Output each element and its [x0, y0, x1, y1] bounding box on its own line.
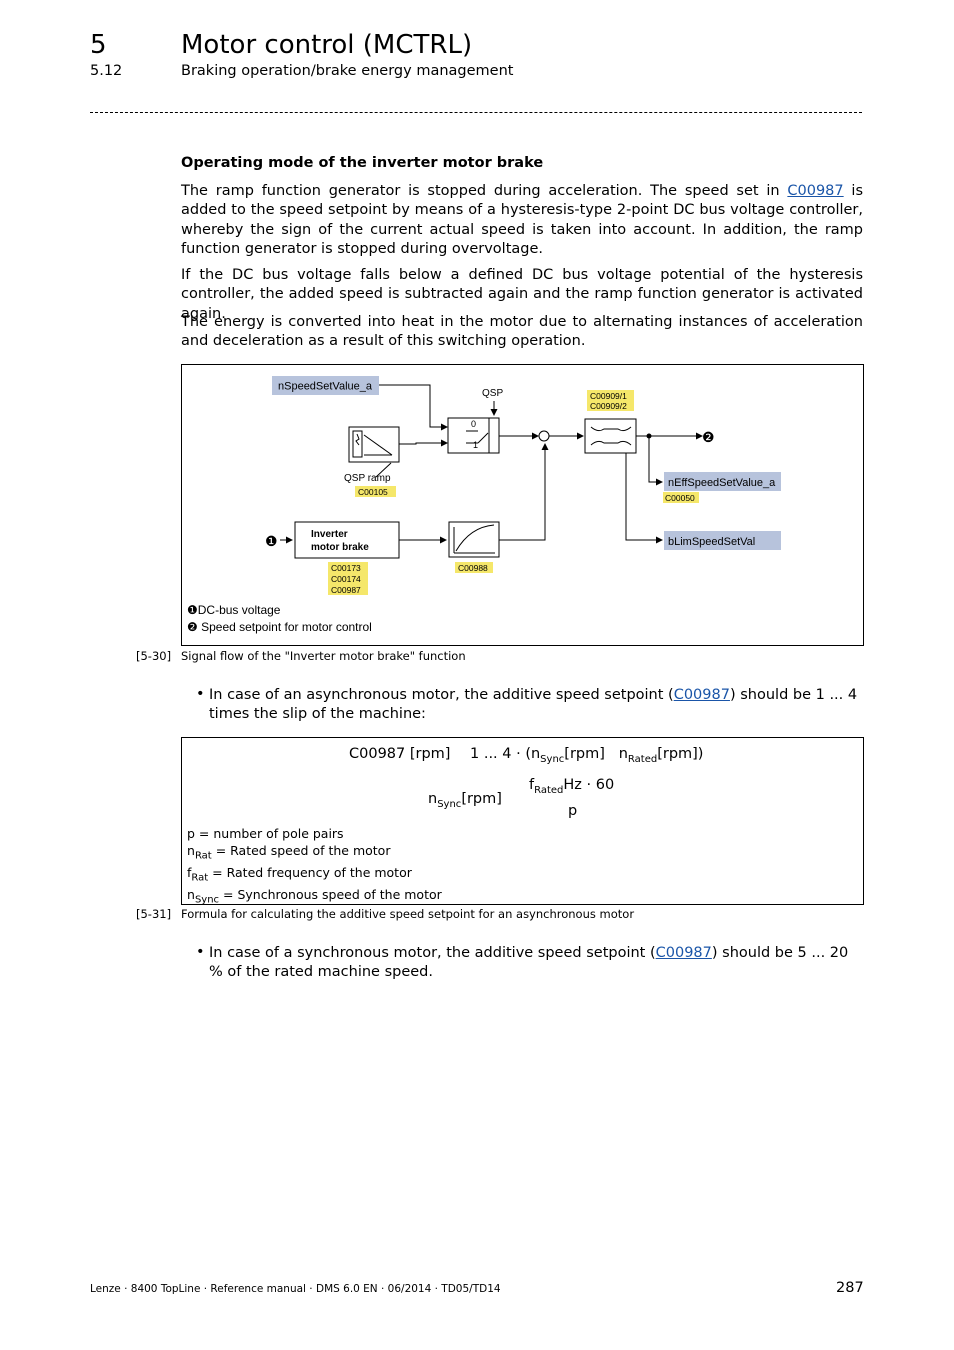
- formula-lhs: C00987 [rpm]: [349, 746, 451, 762]
- ramp-code: C00988: [458, 563, 488, 573]
- legend-1-b: = Rated speed of the motor: [211, 842, 391, 858]
- brake-code-2: C00174: [331, 574, 361, 584]
- paragraph-1: The ramp function generator is stopped d…: [181, 182, 863, 259]
- input-signal-box: nSpeedSetValue_a: [272, 376, 379, 395]
- formula-num-sub: Rated: [534, 784, 564, 796]
- paragraph-1-text-a: The ramp function generator is stopped d…: [181, 183, 788, 199]
- legend-0-a: p = number of pole pairs: [187, 826, 344, 841]
- section-title: Braking operation/brake energy managemen…: [181, 63, 514, 79]
- legend-speed-setpoint: ❷ Speed setpoint for motor control: [187, 620, 372, 634]
- chapter-number: 5: [90, 30, 107, 60]
- limiter-code-2: C00909/2: [590, 401, 627, 411]
- legend-2-sub: Rat: [191, 872, 209, 883]
- formula-rhs-sub2: Rated: [627, 753, 658, 765]
- switch-position-0: 0: [471, 419, 476, 429]
- legend-2-a: f: [187, 864, 192, 880]
- figure-number-5-31: [5-31]: [136, 907, 172, 921]
- formula-legend-item-0: p = number of pole pairs: [187, 826, 442, 843]
- paragraph-2: If the DC bus voltage falls below a defi…: [181, 267, 863, 322]
- formula-num-a: f: [529, 777, 535, 793]
- legend-2-b: = Rated frequency of the motor: [208, 864, 412, 880]
- formula-rhs-b: [rpm]: [564, 746, 605, 762]
- legend-3-sub: Sync: [194, 894, 220, 905]
- section-heading: Operating mode of the inverter motor bra…: [181, 155, 544, 171]
- output-signal-code: C00050: [665, 493, 695, 503]
- input-signal-label: nSpeedSetValue_a: [278, 381, 373, 393]
- formula-box: C00987 [rpm] 1 ... 4 · (nSync[rpm] nRate…: [181, 737, 864, 905]
- qsp-label: QSP: [482, 388, 503, 399]
- bullet-1-text-b: ) should be 1 ... 4 times the slip of th…: [209, 687, 858, 723]
- legend-3-a: n: [187, 886, 195, 902]
- formula-rhs: 1 ... 4 · (nSync[rpm] nRated[rpm]): [470, 746, 703, 765]
- output-signal-box: nEffSpeedSetValue_a: [664, 472, 781, 491]
- brake-code-1: C00173: [331, 563, 361, 573]
- blim-signal-label: bLimSpeedSetVal: [668, 536, 755, 548]
- formula-nsync-b: [rpm]: [461, 791, 502, 807]
- bullet-1-text-a: In case of an asynchronous motor, the ad…: [209, 687, 674, 703]
- legend-dc-bus-voltage: ❶DC-bus voltage: [187, 603, 281, 617]
- signal-flow-diagram: nSpeedSetValue_a QSP 0 1 QSP ramp C00105: [181, 364, 864, 646]
- paragraph-3: The energy is converted into heat in the…: [181, 314, 863, 350]
- formula-nsync-a: n: [428, 791, 438, 807]
- ramp-generator-block: [448, 521, 500, 558]
- bullet-1: In case of an asynchronous motor, the ad…: [209, 686, 864, 725]
- brake-label-1: Inverter: [311, 529, 348, 540]
- inverter-motor-brake-block: Inverter motor brake: [294, 521, 400, 559]
- legend-1-a: n: [187, 842, 195, 858]
- formula-numerator: fRatedHz · 60: [529, 777, 614, 796]
- bullet-2-text-b: ) should be 5 ... 20 % of the rated mach…: [209, 945, 849, 981]
- switch-position-1: 1: [473, 440, 478, 450]
- bullet-2: In case of a synchronous motor, the addi…: [209, 944, 864, 983]
- summing-junction: [538, 430, 550, 442]
- formula-rhs-c: n: [618, 746, 628, 762]
- section-number: 5.12: [90, 63, 123, 79]
- brake-label-2: motor brake: [311, 542, 369, 553]
- legend-1-sub: Rat: [194, 850, 212, 861]
- output-signal-label: nEffSpeedSetValue_a: [668, 477, 776, 489]
- figure-caption-5-31: Formula for calculating the additive spe…: [181, 907, 635, 921]
- paragraph-1-text-b: is added to the speed setpoint by means …: [181, 183, 863, 257]
- formula-denominator: p: [568, 803, 578, 819]
- figure-caption-5-30: Signal flow of the "Inverter motor brake…: [181, 649, 466, 663]
- marker-2: ❷: [702, 429, 715, 445]
- page-footer: Lenze · 8400 TopLine · Reference manual …: [90, 1283, 501, 1295]
- formula-rhs-a: 1 ... 4 · (n: [470, 746, 541, 762]
- page-number: 287: [836, 1280, 864, 1296]
- formula-legend: p = number of pole pairs nRat = Rated sp…: [187, 826, 442, 909]
- qsp-ramp-label: QSP ramp: [344, 473, 391, 484]
- figure-number-5-30: [5-30]: [136, 649, 172, 663]
- bullet-2-text-a: In case of a synchronous motor, the addi…: [209, 945, 656, 961]
- link-c00987[interactable]: C00987: [673, 687, 730, 703]
- link-c00987[interactable]: C00987: [787, 183, 844, 199]
- bullet-symbol: •: [196, 944, 205, 960]
- formula-legend-item-1: nRat = Rated speed of the motor: [187, 843, 442, 865]
- bullet-symbol: •: [196, 686, 205, 702]
- formula-nsync-sub: Sync: [437, 798, 462, 810]
- formula-nsync: nSync[rpm]: [428, 791, 502, 810]
- formula-num-b: Hz · 60: [563, 777, 615, 793]
- chapter-title: Motor control (MCTRL): [181, 30, 473, 60]
- link-c00987[interactable]: C00987: [655, 945, 712, 961]
- formula-rhs-sub1: Sync: [540, 753, 565, 765]
- qsp-ramp-code: C00105: [358, 487, 388, 497]
- brake-code-3: C00987: [331, 585, 361, 595]
- blim-signal-box: bLimSpeedSetVal: [664, 531, 781, 550]
- formula-legend-item-2: fRat = Rated frequency of the motor: [187, 865, 442, 887]
- formula-legend-item-3: nSync = Synchronous speed of the motor: [187, 887, 442, 909]
- limiter-code-1: C00909/1: [590, 391, 627, 401]
- speed-limiter-block: [584, 418, 637, 454]
- header-divider: [90, 112, 862, 113]
- formula-rhs-d: [rpm]): [657, 746, 704, 762]
- legend-3-b: = Synchronous speed of the motor: [219, 886, 442, 902]
- marker-1: ❶: [265, 533, 278, 549]
- qsp-ramp-block: [348, 426, 400, 463]
- qsp-switch: 0 1: [447, 417, 500, 454]
